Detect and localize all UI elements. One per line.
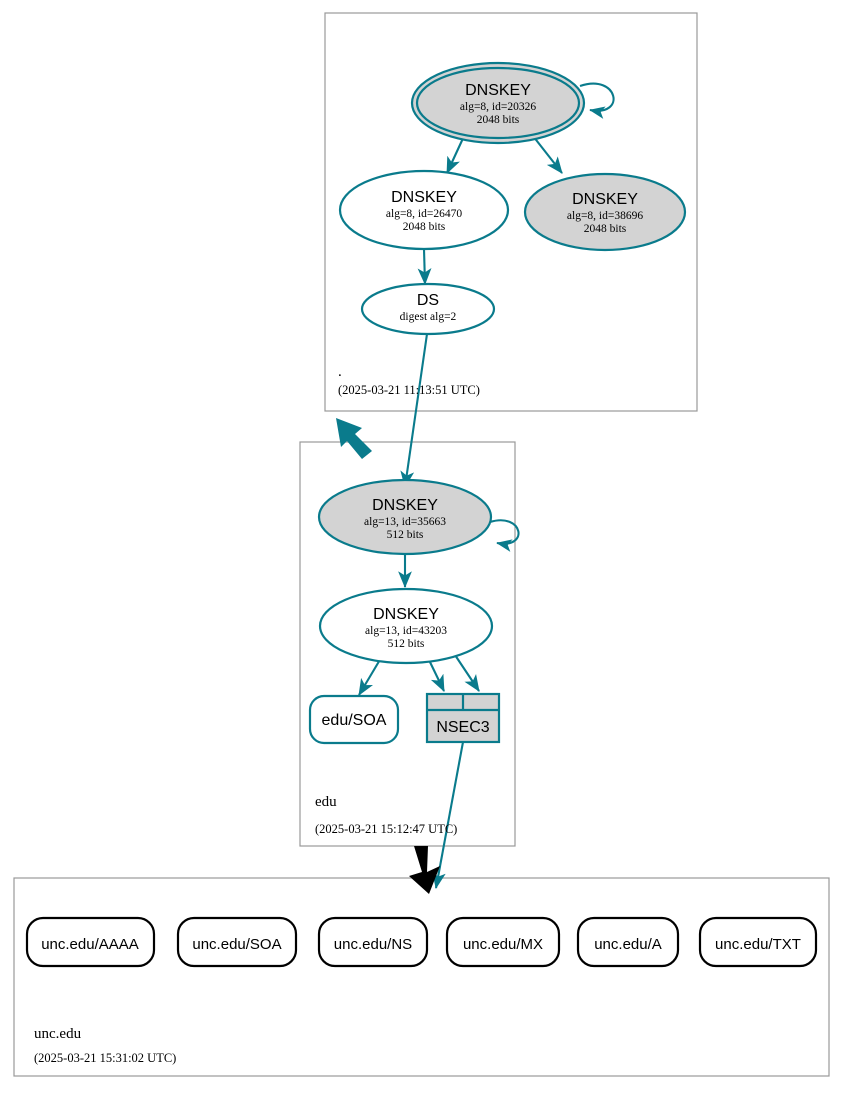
zone-label-edu: edu [315, 794, 337, 810]
node-subtitle-line2: alg=13, id=35663 [364, 516, 446, 528]
node-dnskey-43203[interactable]: DNSKEY alg=13, id=43203 512 bits [318, 587, 494, 665]
edge-edu-zsk-to-nsec3-cell2 [454, 654, 480, 692]
node-subtitle-line3: 512 bits [387, 529, 424, 541]
edge-edu-zsk-to-soa [358, 657, 382, 696]
node-nsec3[interactable]: NSEC3 [425, 692, 501, 744]
node-subtitle-line2: alg=8, id=26470 [386, 208, 462, 220]
delegation-arrow-root-to-edu [336, 418, 372, 459]
node-title: edu/SOA [322, 712, 387, 729]
node-title: unc.edu/SOA [192, 936, 281, 953]
node-rrset-unc-edu-ns[interactable]: unc.edu/NS [317, 916, 429, 968]
node-title: unc.edu/A [594, 936, 662, 953]
node-rrset-unc-edu-a[interactable]: unc.edu/A [576, 916, 680, 968]
zone-cluster-edu [299, 441, 516, 847]
node-rrset-unc-edu-txt[interactable]: unc.edu/TXT [698, 916, 818, 968]
edge-ds-to-edu-dnskey [400, 326, 430, 489]
edge-edu-ksk-self-signature [489, 519, 520, 552]
node-subtitle-line2: alg=13, id=43203 [365, 625, 447, 637]
node-title: DNSKEY [391, 189, 457, 206]
node-title: unc.edu/TXT [715, 936, 801, 953]
node-title: unc.edu/MX [463, 936, 543, 953]
zone-label-root: . [338, 364, 342, 380]
node-subtitle-line3: 2048 bits [403, 221, 446, 233]
edge-root-zsk-to-ds [417, 248, 432, 286]
node-dnskey-35663[interactable]: DNSKEY alg=13, id=35663 512 bits [317, 478, 493, 556]
node-rrset-unc-edu-soa[interactable]: unc.edu/SOA [176, 916, 298, 968]
node-subtitle-line2: digest alg=2 [400, 311, 457, 323]
node-title: DNSKEY [465, 82, 531, 99]
node-title: unc.edu/AAAA [41, 936, 139, 953]
zone-cluster-root [324, 12, 698, 412]
node-dnskey-38696[interactable]: DNSKEY alg=8, id=38696 2048 bits [523, 172, 687, 252]
node-subtitle-line2: alg=8, id=38696 [567, 210, 643, 222]
node-rrset-unc-edu-mx[interactable]: unc.edu/MX [445, 916, 561, 968]
node-subtitle-line2: alg=8, id=20326 [460, 101, 536, 113]
delegation-arrow-edu-to-unc-edu [409, 846, 440, 894]
node-ds-edu[interactable]: DS digest alg=2 [360, 282, 496, 336]
edge-edu-zsk-to-nsec3-cell1 [428, 659, 445, 692]
zone-timestamp-root: (2025-03-21 11:13:51 UTC) [338, 383, 480, 397]
node-title: DNSKEY [572, 191, 638, 208]
node-title: DNSKEY [373, 606, 439, 623]
node-dnskey-26470[interactable]: DNSKEY alg=8, id=26470 2048 bits [338, 169, 510, 251]
node-title: NSEC3 [436, 719, 489, 736]
node-rrset-unc-edu-aaaa[interactable]: unc.edu/AAAA [25, 916, 156, 968]
edge-nsec3-to-unc-edu [432, 741, 465, 890]
node-subtitle-line3: 2048 bits [477, 114, 520, 126]
zone-timestamp-edu: (2025-03-21 15:12:47 UTC) [315, 822, 457, 836]
zone-label-unc-edu: unc.edu [34, 1026, 82, 1042]
node-title: DS [417, 292, 439, 309]
node-title: DNSKEY [372, 497, 438, 514]
node-subtitle-line3: 2048 bits [584, 223, 627, 235]
edge-root-ksk-self-signature [579, 82, 615, 119]
node-rrset-edu-soa[interactable]: edu/SOA [308, 694, 400, 745]
node-dnskey-20326[interactable]: DNSKEY alg=8, id=20326 2048 bits [410, 61, 586, 145]
zone-timestamp-unc-edu: (2025-03-21 15:31:02 UTC) [34, 1051, 176, 1065]
edge-root-ksk-to-key38696 [532, 135, 563, 174]
node-subtitle-line3: 512 bits [388, 638, 425, 650]
node-title: unc.edu/NS [334, 936, 412, 953]
